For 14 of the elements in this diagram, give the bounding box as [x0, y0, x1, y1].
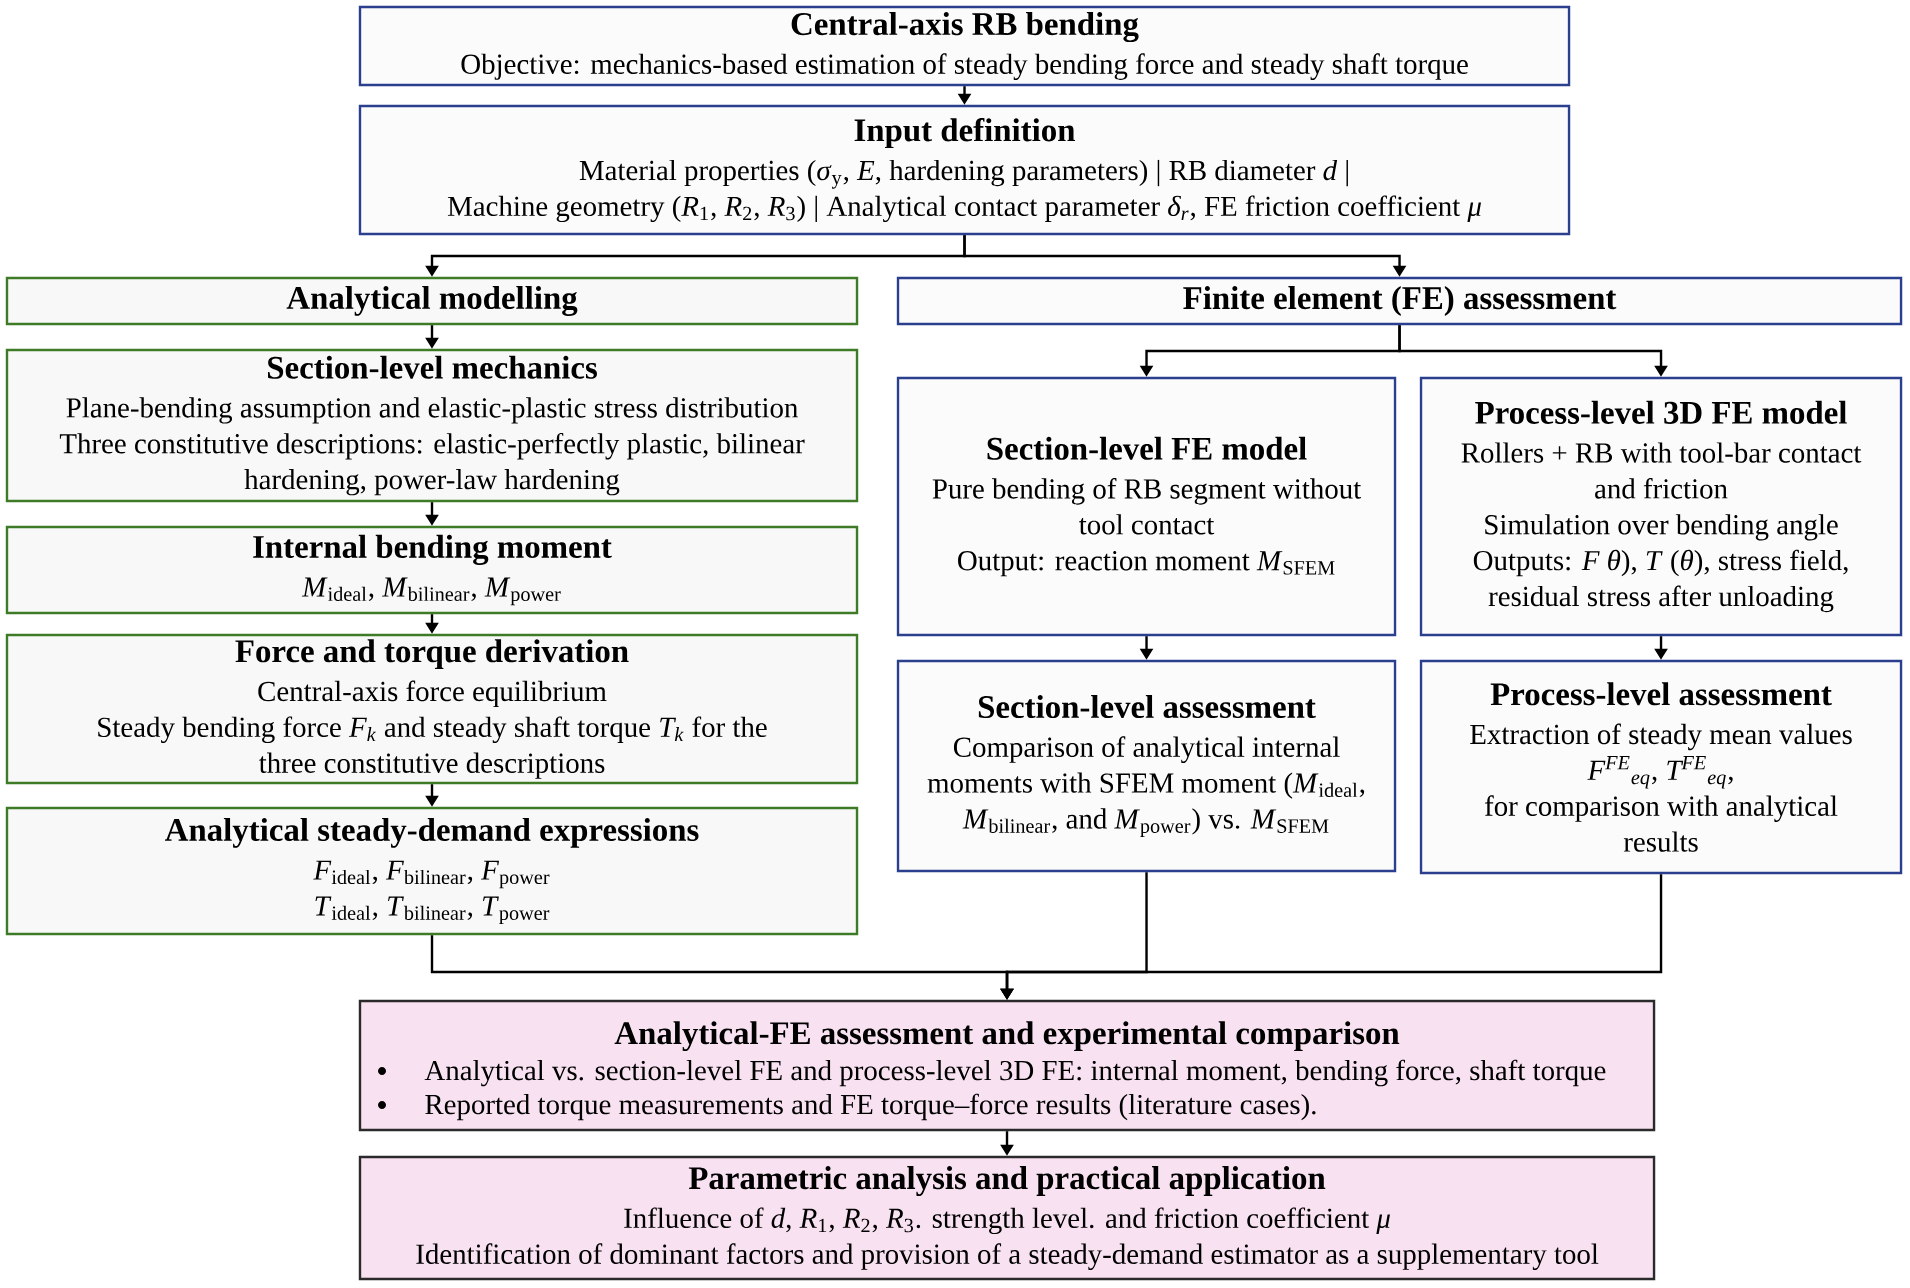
process-box: Internal bending moment M$_{ideal}$, M$_{bilinear}$, M$_{power}$	[5, 525, 859, 615]
process-box: Process-level 3D FE model Rollers + RB with tool-bar contact and friction Simulation over bending angle Outputs: F θ), T (θ), stress field, residual stress after unloading	[1419, 376, 1903, 637]
process-box: Section-level mechanics Plane-bending assumption and elastic-plastic stress distribution Three constitutive descriptions: elastic-perfectly plastic, bilinear hardening, power-law hardening	[5, 348, 859, 503]
process-box: Section-level FE model Pure bending of RB segment without tool contact Output: reaction moment M$_{SFEM}$	[896, 376, 1397, 637]
process-box: Force and torque derivation Central-axis force equilibrium Steady bending force F$_{k}$ and steady shaft torque T$_{k}$ for the three constitutive descriptions	[5, 633, 859, 785]
process-box: Analytical steady-demand expressions F$_{ideal}$, F$_{bilinear}$, F$_{power}$ T$_{ideal}$, T$_{bilinear}$, T$_{power}$	[5, 806, 859, 936]
process-box: Input definition Material properties (σ$_{y}$, E, hardening parameters) | RB diameter d | Machine geometry (R$_{1}$, R$_{2}$, R$_{3}$) | Analytical contact parameter δ$_{r}$, FE friction coefficient μ	[358, 104, 1571, 236]
process-box: Process-level assessment Extraction of steady mean values F$^{FE}$$_{eq}$, T$^{FE}$$_{eq}$, for comparison with analytical results	[1419, 659, 1903, 875]
process-box: Section-level assessment Comparison of analytical internal moments with SFEM moment (M$_{ideal}$, M$_{bilinear}$, and M$_{power}$) vs. M$_{SFEM}$	[896, 659, 1397, 873]
summary-box: Parametric analysis and practical application Influence of d, R$_{1}$, R$_{2}$, R$_{3}$. strength level. and friction coefficient μ Identification of dominant factors and provision of a steady-demand estimator as a supplementary tool	[358, 1155, 1656, 1281]
title-box: Central-axis RB bending Objective: mechanics-based estimation of steady bending force and steady shaft torque	[358, 5, 1571, 87]
summary-box: Analytical-FE assessment and experimental comparison Analytical vs. section-level FE and process-level 3D FE: internal moment, bending force, shaft torque Reported torque measurements and FE torque–force results (literature cases).	[358, 999, 1656, 1132]
header-box: Finite element (FE) assessment	[896, 276, 1903, 326]
header-box: Analytical modelling	[5, 276, 859, 326]
